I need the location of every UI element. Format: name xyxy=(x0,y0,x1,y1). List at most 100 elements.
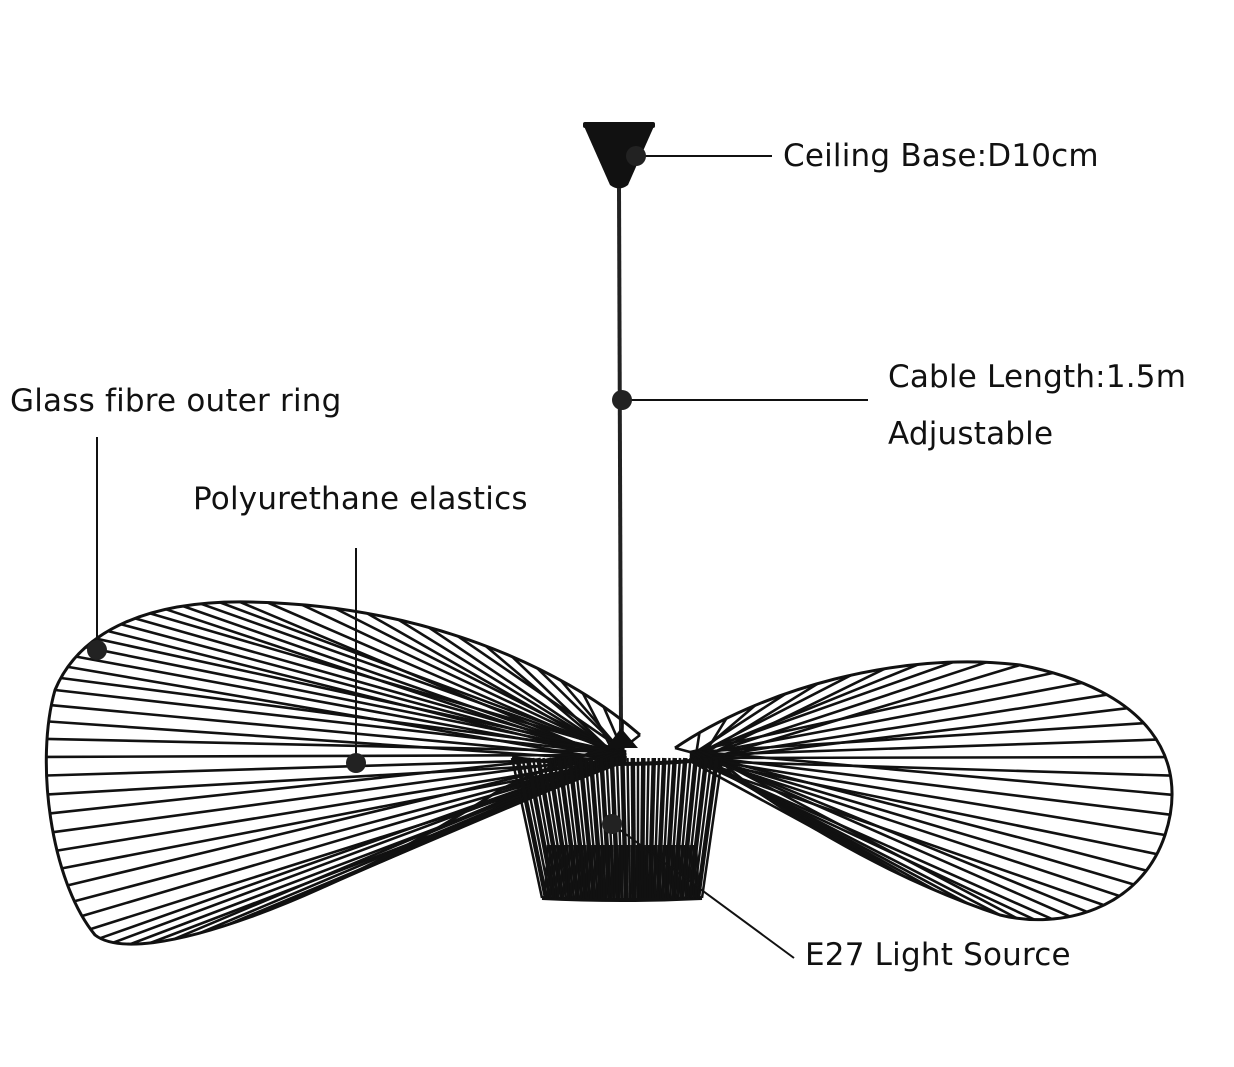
cone-bar xyxy=(660,844,665,899)
spoke-line xyxy=(85,645,623,757)
cone-bar xyxy=(607,844,611,899)
cone-bar xyxy=(579,844,584,899)
cone-bar xyxy=(597,844,602,899)
cone-bar xyxy=(638,844,642,899)
suspension-cable xyxy=(617,187,623,736)
ceiling-base-label: Ceiling Base:D10cm xyxy=(783,138,1099,174)
right-outer-ring xyxy=(674,660,1174,922)
cone-bar xyxy=(602,844,606,899)
spoke-line xyxy=(689,671,1054,754)
cone-bar xyxy=(635,844,639,899)
spoke-line xyxy=(701,753,1071,918)
spoke-line xyxy=(219,601,623,754)
light-source-label: E27 Light Source xyxy=(805,937,1071,973)
center-cone-shade xyxy=(510,756,724,902)
spoke-line xyxy=(701,750,1173,797)
cone-bar xyxy=(543,844,550,899)
spoke-line xyxy=(701,750,1018,920)
spoke-line xyxy=(695,692,787,754)
cone-bar xyxy=(561,844,567,899)
cone-bar xyxy=(556,844,562,899)
spoke-line xyxy=(96,637,619,754)
cone-bar xyxy=(670,844,675,899)
cone-bar xyxy=(640,844,644,899)
spoke-line xyxy=(689,660,954,757)
spoke-line xyxy=(689,753,1171,816)
e27-leader-line xyxy=(611,823,795,959)
cable-dot xyxy=(612,390,632,410)
cone-bar xyxy=(582,844,587,899)
cone-bar xyxy=(546,844,552,899)
glass-dot xyxy=(87,640,107,660)
spoke-line xyxy=(200,602,627,757)
spoke-line xyxy=(134,617,619,757)
cone-bar xyxy=(600,844,604,899)
cone-bar xyxy=(679,844,685,899)
ceiling-dot xyxy=(626,146,646,166)
cone-bar xyxy=(689,844,696,899)
cone-bar xyxy=(548,844,555,899)
right-wing-spokes xyxy=(674,660,1173,921)
left-outer-ring xyxy=(44,600,641,946)
glass-fibre-ring-label: Glass fibre outer ring xyxy=(10,383,342,419)
spoke-line xyxy=(695,660,988,760)
cone-bar xyxy=(700,757,724,899)
spoke-line xyxy=(149,612,627,754)
spoke-line xyxy=(695,759,1171,777)
poly-dot xyxy=(346,753,366,773)
e27-dot xyxy=(602,814,622,834)
cone-bar xyxy=(515,757,549,899)
spoke-line xyxy=(695,681,1083,757)
spoke-line xyxy=(428,626,619,757)
cone-bar xyxy=(584,844,589,899)
cone-bar xyxy=(645,844,649,899)
cone-bar xyxy=(559,844,565,899)
spoke-line xyxy=(52,753,623,834)
cone-bar xyxy=(595,844,599,899)
spoke-line xyxy=(46,753,619,759)
spoke-line xyxy=(701,738,1157,757)
left-wing-spokes xyxy=(46,600,641,946)
cone-bar xyxy=(692,844,698,899)
spoke-line xyxy=(695,756,1166,837)
cone-bar xyxy=(577,844,582,899)
spoke-line xyxy=(701,756,1120,898)
spoke-line xyxy=(695,750,1088,914)
cone-bar xyxy=(564,844,569,899)
spoke-line xyxy=(46,737,627,754)
cone-top-cap xyxy=(606,728,638,748)
cone-bar xyxy=(682,844,688,899)
cone-bar xyxy=(684,844,690,899)
cone-bar xyxy=(574,844,579,899)
ceiling-canopy xyxy=(583,122,655,189)
spoke-line xyxy=(457,635,627,754)
cone-bar xyxy=(566,844,572,899)
cone-bar xyxy=(551,844,557,899)
cone-bar xyxy=(633,844,637,899)
spoke-line xyxy=(54,688,627,757)
spoke-line xyxy=(674,746,691,754)
cone-bar xyxy=(677,844,683,899)
cone-bar xyxy=(665,844,670,899)
cone-bar xyxy=(587,844,592,899)
spoke-line xyxy=(701,759,1158,856)
cone-bar xyxy=(642,844,647,899)
cone-bar xyxy=(605,844,609,899)
spoke-line xyxy=(695,721,1144,754)
cone-bar xyxy=(652,844,657,899)
cone-bar xyxy=(657,844,662,899)
cone-bar xyxy=(655,844,660,899)
cone-bottom-rim xyxy=(541,896,703,902)
cone-bar xyxy=(667,844,673,899)
spoke-line xyxy=(182,604,619,760)
cone-bar xyxy=(592,844,597,899)
cone-bar xyxy=(569,844,574,899)
cone-bar xyxy=(647,844,652,899)
cone-bar xyxy=(695,757,720,899)
cone-bar xyxy=(687,844,693,899)
cable-length-label: Cable Length:1.5m xyxy=(888,359,1187,395)
polyurethane-elastics-label: Polyurethane elastics xyxy=(193,481,528,517)
spoke-line xyxy=(689,750,1147,872)
callout-leaders xyxy=(96,155,868,959)
